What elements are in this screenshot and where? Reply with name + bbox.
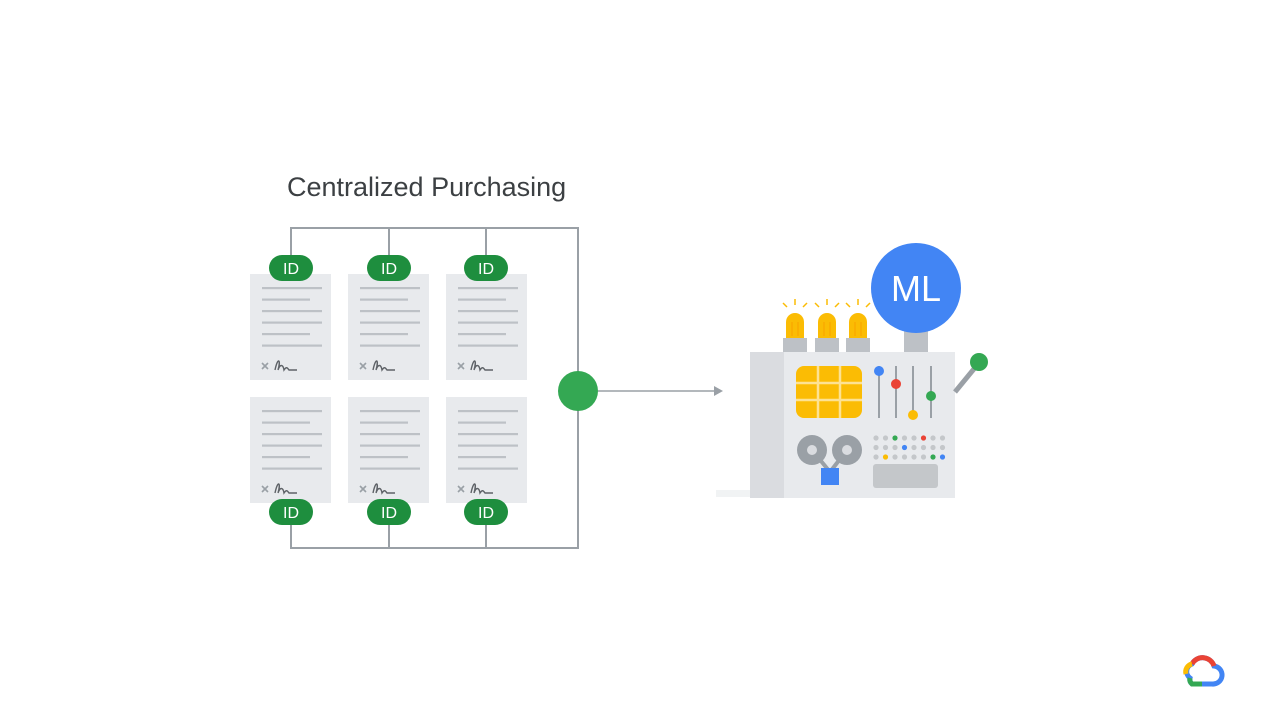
signed-document-icon: [348, 274, 429, 380]
junction-node: [558, 371, 598, 411]
tape-reels: [797, 435, 862, 485]
document-grid: [250, 274, 527, 503]
ml-label: ML: [891, 268, 941, 309]
sliders: [874, 366, 936, 420]
google-cloud-logo: [1183, 655, 1225, 687]
lever: [953, 353, 988, 394]
id-badge: ID: [367, 255, 411, 281]
machine-side: [750, 352, 786, 498]
id-badge: ID: [464, 255, 508, 281]
id-badge-label: ID: [283, 505, 299, 522]
signed-document-icon: [348, 397, 429, 503]
arrow-right-icon: [598, 386, 723, 396]
bulb-icon: [845, 299, 871, 352]
id-badge: ID: [269, 499, 313, 525]
bulb-icon: [782, 299, 808, 352]
bulb-icon: [814, 299, 840, 352]
id-badge: ID: [464, 499, 508, 525]
id-badge-label: ID: [478, 261, 494, 278]
id-badges: ID ID ID ID ID ID: [269, 255, 508, 525]
machine-slot: [873, 464, 938, 488]
signed-document-icon: [446, 274, 527, 380]
id-badge: ID: [367, 499, 411, 525]
yellow-panel: [796, 366, 862, 418]
signed-document-icon: [446, 397, 527, 503]
ml-circle: [871, 243, 961, 333]
id-badge-label: ID: [381, 505, 397, 522]
signed-document-icon: [250, 397, 331, 503]
id-badge-label: ID: [478, 505, 494, 522]
id-badge: ID: [269, 255, 313, 281]
diagram-title: Centralized Purchasing: [287, 172, 567, 202]
bulbs: [782, 299, 871, 352]
id-badge-label: ID: [283, 261, 299, 278]
indicator-dots: [873, 435, 946, 460]
id-badge-label: ID: [381, 261, 397, 278]
outer-bus-line: [290, 227, 579, 549]
ml-machine-icon: ML: [716, 243, 988, 498]
signed-document-icon: [250, 274, 331, 380]
connector-lines: [290, 227, 579, 549]
